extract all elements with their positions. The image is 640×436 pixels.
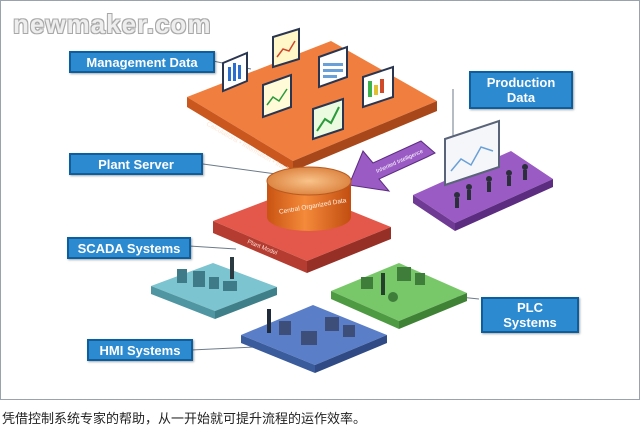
screen-chart-5: [362, 65, 394, 109]
watermark: newmaker.com: [13, 9, 212, 39]
architecture-diagram: Calculations • Information • Intelligenc…: [151, 27, 553, 373]
intelligence-arrow: Inherited Intelligence: [348, 140, 436, 192]
plc-systems-label: PLC Systems: [481, 297, 579, 333]
plc-tile: [331, 263, 467, 329]
scada-systems-label: SCADA Systems: [67, 237, 191, 259]
screen-chart-4: [262, 73, 292, 119]
plant-server-label: Plant Server: [69, 153, 203, 175]
production-data-label: Production Data: [469, 71, 573, 109]
central-data-store: Central Organized Data: [266, 166, 352, 231]
screen-chart-6: [312, 97, 344, 141]
production-monitor: [444, 119, 500, 187]
screen-chart-1: [222, 51, 248, 93]
hmi-tile: [241, 305, 387, 373]
management-screens: [222, 27, 394, 141]
production-layer: [413, 119, 553, 231]
hmi-systems-label: HMI Systems: [87, 339, 193, 361]
screen-chart-2: [272, 27, 300, 69]
screen-chart-3: [318, 45, 348, 89]
scada-tile: [151, 257, 277, 319]
caption: 凭借控制系统专家的帮助，从一开始就可提升流程的运作效率。: [2, 411, 367, 426]
management-data-label: Management Data: [69, 51, 215, 73]
diagram-frame: Calculations • Information • Intelligenc…: [0, 0, 640, 400]
